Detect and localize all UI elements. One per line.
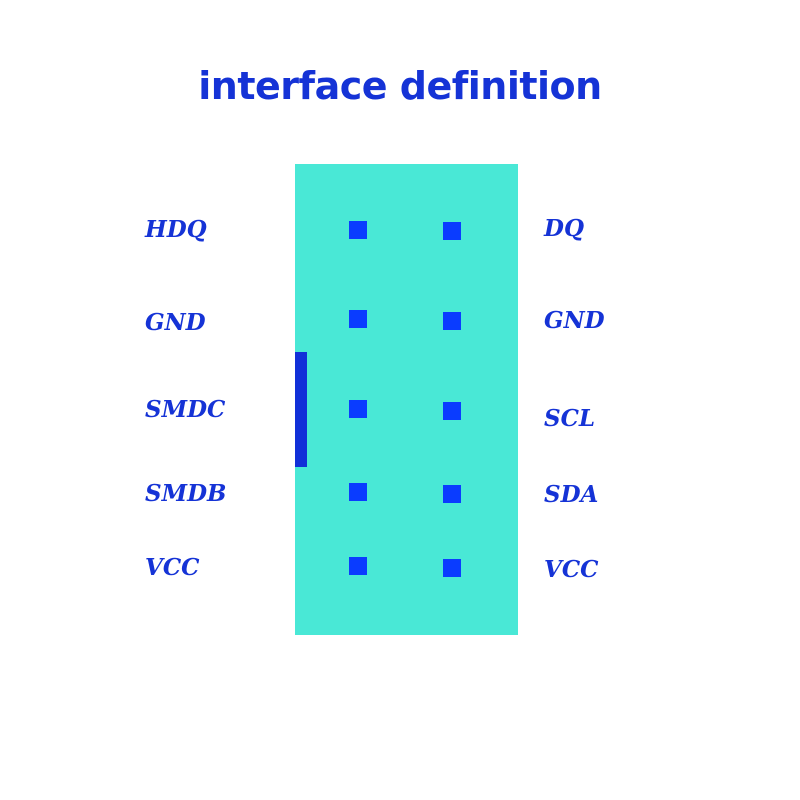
pin-label-scl: SCL bbox=[544, 405, 596, 432]
diagram-title: interface definition bbox=[198, 64, 602, 108]
pin-pad-right-1 bbox=[443, 222, 461, 240]
pin-label-dq: DQ bbox=[544, 215, 584, 242]
pin-label-gnd-right: GND bbox=[544, 307, 605, 334]
pin-label-smdc: SMDC bbox=[145, 396, 226, 423]
pin-label-vcc-left: VCC bbox=[145, 554, 200, 581]
pin-label-smdb: SMDB bbox=[145, 480, 227, 507]
connector-key-bar bbox=[295, 352, 307, 467]
pin-pad-left-3 bbox=[349, 400, 367, 418]
connector-body bbox=[295, 164, 518, 635]
pin-pad-right-5 bbox=[443, 559, 461, 577]
pin-pad-right-2 bbox=[443, 312, 461, 330]
pin-pad-left-2 bbox=[349, 310, 367, 328]
pin-pad-right-3 bbox=[443, 402, 461, 420]
pin-label-gnd-left: GND bbox=[145, 309, 206, 336]
pin-label-vcc-right: VCC bbox=[544, 556, 599, 583]
pin-pad-left-5 bbox=[349, 557, 367, 575]
pin-label-hdq: HDQ bbox=[145, 216, 207, 243]
pin-pad-right-4 bbox=[443, 485, 461, 503]
pin-pad-left-4 bbox=[349, 483, 367, 501]
pin-label-sda: SDA bbox=[544, 481, 599, 508]
pin-pad-left-1 bbox=[349, 221, 367, 239]
